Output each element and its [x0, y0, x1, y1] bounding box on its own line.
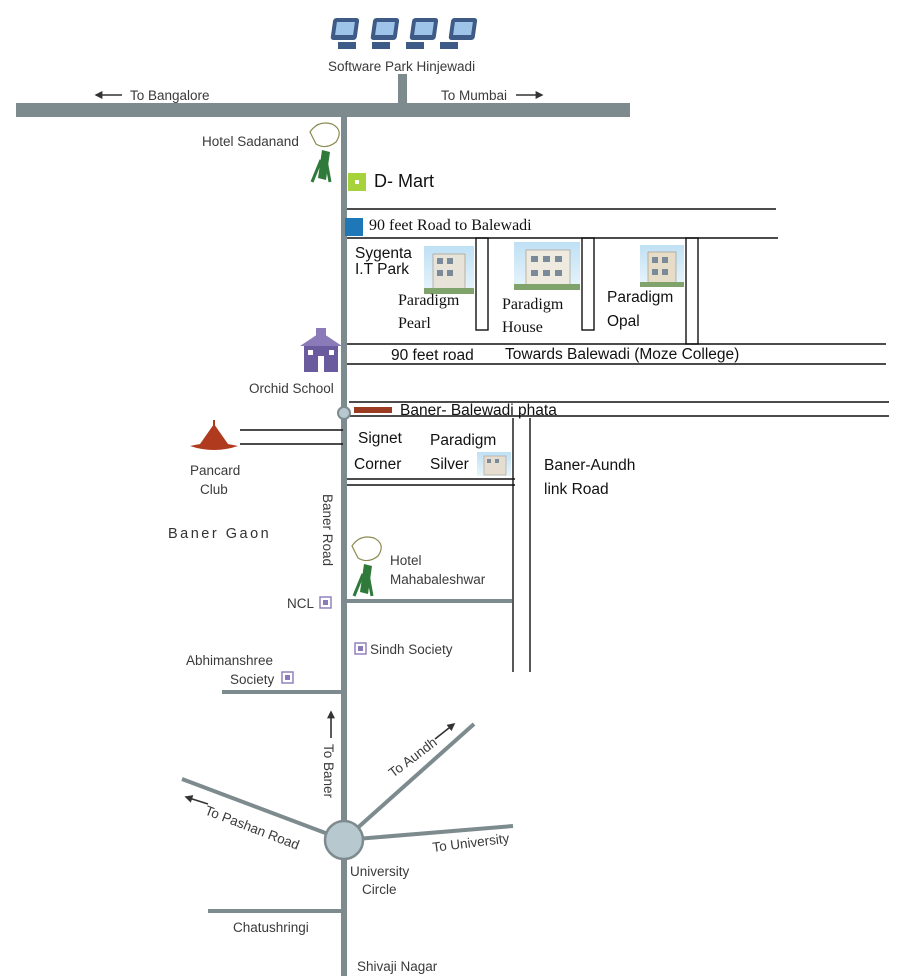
- hotel-mahabaleshwar-label-1: Hotel: [390, 553, 422, 568]
- paradigm-silver-label-2: Silver: [430, 456, 469, 473]
- link-road-label-1: Baner-Aundh: [544, 457, 635, 474]
- chatushringi-road: [208, 909, 344, 913]
- bangalore-mumbai-highway: [16, 103, 630, 117]
- signet-label-2: Corner: [354, 456, 401, 473]
- ncl-road: [344, 599, 512, 603]
- pashan-road: [181, 777, 345, 842]
- dmart-label: D- Mart: [374, 171, 434, 191]
- paradigm-pearl-label-2: Pearl: [398, 315, 431, 332]
- hotel-figure-icon: [351, 536, 382, 597]
- sygenta-label-1: Sygenta: [355, 245, 412, 262]
- computer-icon: [370, 18, 400, 49]
- shivaji-nagar-label: Shivaji Nagar: [357, 959, 438, 974]
- phata-label: Baner- Balewadi phata: [400, 402, 557, 419]
- university-circle: [323, 819, 365, 861]
- road-90ft-top-label: 90 feet Road to Balewadi: [369, 217, 532, 234]
- lane-3: [685, 237, 699, 345]
- abhimanshree-label-1: Abhimanshree: [186, 653, 273, 668]
- towards-balewadi-label: Towards Balewadi (Moze College): [505, 346, 739, 363]
- computer-icons: [330, 18, 478, 49]
- square-marker-icon: [281, 671, 294, 684]
- software-park-label: Software Park Hinjewadi: [328, 59, 475, 74]
- lane-1: [475, 237, 489, 331]
- to-baner-label: To Baner: [321, 744, 336, 799]
- software-park-connector: [398, 74, 407, 106]
- abhimanshree-road: [222, 690, 342, 694]
- ncl-label: NCL: [287, 596, 314, 611]
- baner-road: [341, 116, 347, 976]
- paradigm-pearl-label-1: Paradigm: [398, 292, 460, 309]
- baner-road-label: Baner Road: [320, 494, 335, 566]
- to-university-label: To University: [432, 831, 511, 855]
- aundh-road: [342, 722, 476, 842]
- sygenta-label-2: I.T Park: [355, 261, 409, 278]
- computer-icon: [330, 18, 360, 49]
- computer-icon: [440, 18, 478, 49]
- square-marker-icon: [354, 642, 367, 655]
- paradigm-silver-label-1: Paradigm: [430, 432, 496, 449]
- hotel-mahabaleshwar-label-2: Mahabaleshwar: [390, 572, 486, 587]
- pancard-label-2: Club: [200, 482, 228, 497]
- university-circle-label-1: University: [350, 864, 410, 879]
- link-road-label-2: link Road: [544, 481, 609, 498]
- arrow-right-icon: [434, 723, 456, 740]
- hotel-figure-icon: [309, 122, 340, 183]
- balewadi-road-marker: [345, 218, 363, 236]
- building-icon: [424, 246, 474, 294]
- phata-marker: [354, 407, 392, 413]
- sindh-society-label: Sindh Society: [370, 642, 453, 657]
- lane-2: [581, 237, 595, 331]
- building-icon: [514, 242, 580, 290]
- pancard-club-icon: [190, 420, 238, 450]
- to-pashan-label: To Pashan Road: [203, 803, 302, 853]
- paradigm-house-label-2: House: [502, 319, 543, 336]
- to-bangalore-label: To Bangalore: [130, 88, 210, 103]
- hotel-sadanand-label: Hotel Sadanand: [202, 134, 299, 149]
- university-circle-label-2: Circle: [362, 882, 397, 897]
- computer-icon: [406, 18, 439, 49]
- to-aundh-label: To Aundh: [386, 735, 440, 781]
- university-road: [343, 824, 514, 842]
- paradigm-opal-label-1: Paradigm: [607, 289, 673, 306]
- pancard-label-1: Pancard: [190, 463, 240, 478]
- square-marker-icon: [319, 596, 332, 609]
- building-icon: [640, 245, 684, 287]
- abhimanshree-label-2: Society: [230, 672, 275, 687]
- baner-gaon-label: Baner Gaon: [168, 526, 271, 542]
- phata-junction: [337, 406, 351, 420]
- school-icon: [300, 328, 342, 372]
- arrow-left-icon: [184, 795, 209, 805]
- paradigm-house-label-1: Paradigm: [502, 296, 564, 313]
- building-icon: [477, 452, 511, 476]
- road-90ft-label: 90 feet road: [391, 347, 474, 364]
- signet-label-1: Signet: [358, 430, 403, 447]
- to-mumbai-label: To Mumbai: [441, 88, 507, 103]
- orchid-school-label: Orchid School: [249, 381, 334, 396]
- chatushringi-label: Chatushringi: [233, 920, 309, 935]
- paradigm-opal-label-2: Opal: [607, 313, 640, 330]
